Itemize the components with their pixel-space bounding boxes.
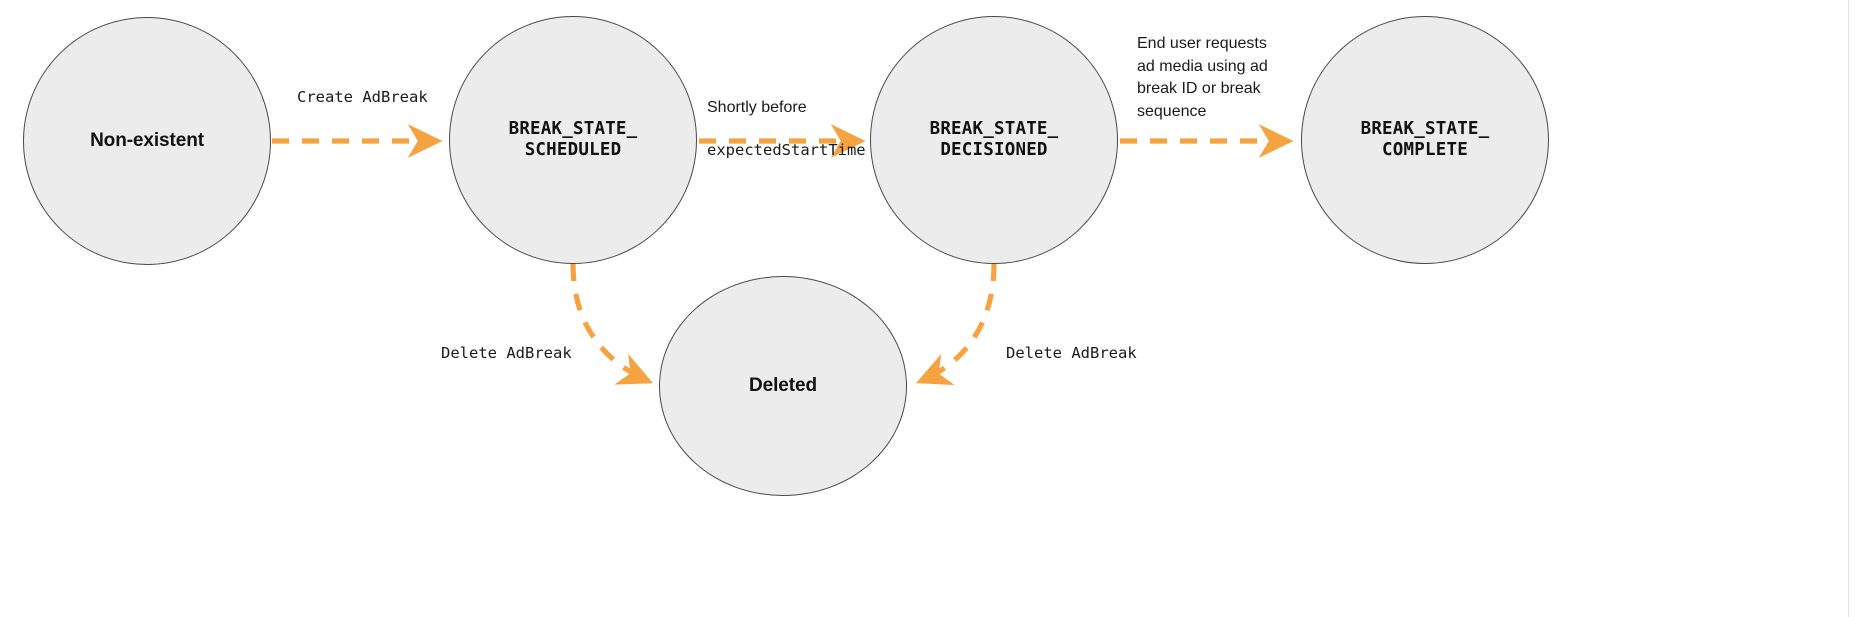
canvas-right-border xyxy=(1848,0,1849,617)
state-node-break-state-complete[interactable]: BREAK_STATE_ COMPLETE xyxy=(1301,16,1549,264)
state-node-label: BREAK_STATE_ COMPLETE xyxy=(1360,118,1490,160)
state-node-label: BREAK_STATE_ DECISIONED xyxy=(929,118,1059,160)
state-node-break-state-decisioned[interactable]: BREAK_STATE_ DECISIONED xyxy=(870,16,1118,264)
edge-delete-adbreak-from-scheduled xyxy=(570,263,654,385)
state-node-non-existent[interactable]: Non-existent xyxy=(23,17,271,265)
state-node-label: Non-existent xyxy=(90,130,204,152)
state-node-label: Deleted xyxy=(749,375,817,397)
state-node-deleted[interactable]: Deleted xyxy=(659,276,907,496)
state-node-break-state-scheduled[interactable]: BREAK_STATE_ SCHEDULED xyxy=(449,16,697,264)
state-node-label: BREAK_STATE_ SCHEDULED xyxy=(508,118,638,160)
edge-delete-adbreak-from-decisioned xyxy=(915,263,997,385)
